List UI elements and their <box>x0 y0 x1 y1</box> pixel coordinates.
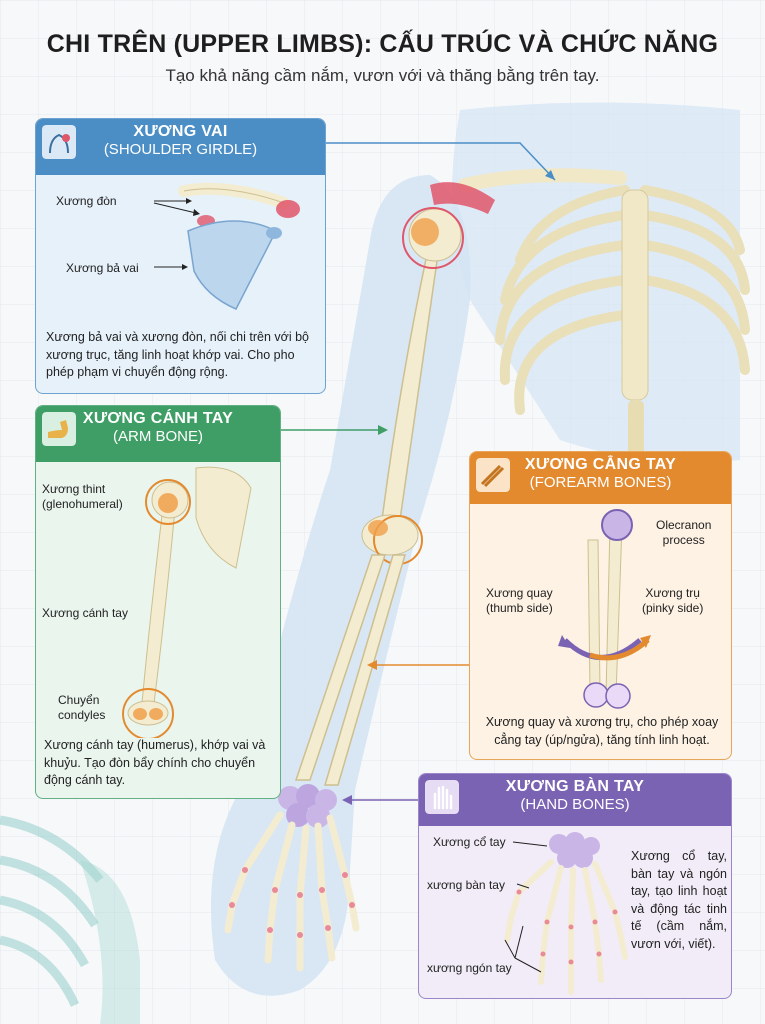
shoulder-icon <box>42 125 76 159</box>
hand-panel: XƯƠNG BÀN TAY (HAND BONES) Xương cổ tay … <box>418 773 732 999</box>
arm-description: Xương cánh tay (humerus), khớp vai và kh… <box>44 738 266 787</box>
page-title: CHI TRÊN (UPPER LIMBS): CẤU TRÚC VÀ CHỨC… <box>46 30 719 58</box>
carpals-label: Xương cổ tay <box>433 835 506 849</box>
arrow-heads <box>342 170 555 805</box>
ulna-label: Xương trụ (pinky side) <box>642 586 704 615</box>
shoulder-label-arrows <box>153 198 200 270</box>
shoulder-title: XƯƠNG VAI <box>133 123 228 140</box>
forearm-description: Xương quay và xương trụ, cho phép xoay c… <box>485 715 719 747</box>
clavicle-label: Xương đòn <box>56 194 117 208</box>
metacarpals-label: xương bàn tay <box>427 878 505 892</box>
finger-joints <box>229 867 355 938</box>
hand-panel-header: XƯƠNG BÀN TAY (HAND BONES) <box>419 774 731 826</box>
shoulder-diagram <box>178 182 300 310</box>
radius <box>294 554 387 781</box>
forearm-panel: XƯƠNG CẲNG TAY (FOREARM BONES) Olecranon… <box>469 451 732 760</box>
arm-subtitle: (ARM BONE) <box>113 428 203 446</box>
ribcage <box>495 185 750 415</box>
flexed-arm-icon <box>42 412 76 446</box>
radius-label: Xương quay (thumb side) <box>486 586 553 615</box>
glenohumeral-label: Xương thint (glenohumeral) <box>42 482 123 511</box>
hand-description: Xương cổ tay, bàn tay và ngón tay, tạo l… <box>631 849 727 951</box>
olecranon-label: Olecranon process <box>656 518 712 547</box>
forearm-title: XƯƠNG CẲNG TAY <box>524 456 677 473</box>
spine <box>628 400 644 460</box>
leader-arrows <box>281 142 556 801</box>
shoulder-description: Xương bả vai và xương đòn, nối chi trên … <box>46 330 309 379</box>
sternum <box>621 189 649 401</box>
forearm-panel-header: XƯƠNG CẲNG TAY (FOREARM BONES) <box>470 452 731 504</box>
shoulder-ring <box>402 207 464 269</box>
arm-title: XƯƠNG CÁNH TAY <box>82 410 234 427</box>
arm-panel-header: XƯƠNG CÁNH TAY (ARM BONE) <box>36 406 280 462</box>
scapula-label: Xương bả vai <box>66 261 139 275</box>
hand-icon <box>425 780 459 814</box>
hand-diagram <box>504 832 628 995</box>
faded-ribcage <box>0 815 104 1007</box>
arm-diagram <box>122 466 252 738</box>
finger-bones <box>224 811 360 972</box>
shoulder-panel: XƯƠNG VAI (SHOULDER GIRDLE) Xương đòn Xư… <box>35 118 326 394</box>
phalanges-label: xương ngón tay <box>427 961 512 975</box>
ulna <box>323 554 406 786</box>
carpals <box>278 784 337 828</box>
elbow-joint <box>361 514 419 556</box>
clavicle <box>458 168 627 192</box>
humerus-label: Xương cánh tay <box>42 606 128 620</box>
shoulder-joint-highlight <box>430 182 495 214</box>
forearm-subtitle: (FOREARM BONES) <box>529 474 672 492</box>
page-subtitle: Tạo khả năng cầm nắm, vươn với và thăng … <box>165 66 600 85</box>
arm-panel: XƯƠNG CÁNH TAY (ARM BONE) Xương thint (g… <box>35 405 281 799</box>
shoulder-subtitle: (SHOULDER GIRDLE) <box>103 141 258 159</box>
hand-subtitle: (HAND BONES) <box>520 796 630 814</box>
hand-title: XƯƠNG BÀN TAY <box>505 778 645 795</box>
forearm-diagram <box>558 509 651 709</box>
forearm-icon <box>476 458 510 492</box>
shoulder-panel-header: XƯƠNG VAI (SHOULDER GIRDLE) <box>36 119 325 175</box>
condyles-label: Chuyển condyles <box>58 693 106 722</box>
